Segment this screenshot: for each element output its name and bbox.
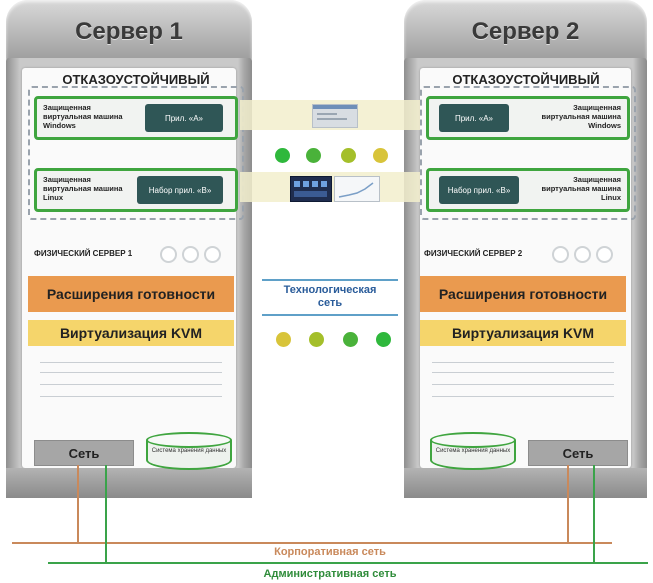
server-1-led-2 — [182, 246, 199, 263]
corporate-network-label: Корпоративная сеть — [274, 546, 386, 558]
tech-dot-2 — [309, 332, 324, 347]
server-2-storage: Система хранения данных — [430, 432, 516, 470]
server-1-kvm: Виртуализация KVM — [28, 320, 234, 346]
server-2-availability: Расширения готовности — [420, 276, 626, 312]
server-1-app-b: Набор прил. «В» — [137, 176, 223, 204]
tech-network-line-bottom — [262, 314, 398, 316]
server-1-led-1 — [160, 246, 177, 263]
server-2-app-b: Набор прил. «В» — [439, 176, 519, 204]
tech-network-line-top — [262, 279, 398, 281]
server-2-led-3 — [596, 246, 613, 263]
server-1-storage-top — [146, 432, 232, 448]
server-1-fault-tolerant-label: ОТКАЗОУСТОЙЧИВЫЙ — [62, 72, 210, 87]
server-1-title: Сервер 1 — [75, 18, 183, 45]
server-1-slot-1 — [40, 362, 222, 363]
server-2-vm-linux-label: Защищенная виртуальная машина Linux — [541, 175, 621, 202]
admin-network-label: Административная сеть — [263, 568, 397, 580]
sync-dot-4 — [373, 148, 388, 163]
server-2-base — [404, 468, 647, 498]
server-2-kvm: Виртуализация KVM — [420, 320, 626, 346]
server-1-app-a: Прил. «А» — [145, 104, 223, 132]
sync-dot-3 — [341, 148, 356, 163]
tech-dot-4 — [376, 332, 391, 347]
server-2-storage-label: Система хранения данных — [435, 448, 511, 454]
server-1-physical-label: ФИЗИЧЕСКИЙ СЕРВЕР 1 — [34, 249, 133, 258]
windows-app-thumbnail — [312, 104, 358, 128]
server-1-slot-4 — [40, 396, 222, 397]
server-2-app-a: Прил. «А» — [439, 104, 509, 132]
server-1-top — [6, 0, 252, 62]
server-2-top — [404, 0, 647, 62]
server-1-slot-3 — [40, 384, 222, 385]
server-2-slot-1 — [432, 362, 614, 363]
server-2-fault-tolerant-box — [420, 86, 636, 220]
server-1-network: Сеть — [34, 440, 134, 466]
server-1-vm-windows-label: Защищенная виртуальная машина Windows — [43, 103, 123, 130]
server-2-vm-windows-label: Защищенная виртуальная машина Windows — [541, 103, 621, 130]
server-1-vm-linux-label: Защищенная виртуальная машина Linux — [43, 175, 123, 202]
server-2-slot-3 — [432, 384, 614, 385]
server-2-vm-windows: Прил. «А» Защищенная виртуальная машина … — [426, 96, 630, 140]
server-1-fault-tolerant-box — [28, 86, 244, 220]
server-2-vm-linux: Набор прил. «В» Защищенная виртуальная м… — [426, 168, 630, 212]
server-2-slot-2 — [432, 372, 614, 373]
server-2-title: Сервер 2 — [471, 18, 580, 45]
tech-network-label: Технологическая сеть — [283, 284, 377, 309]
server-1-storage-label: Система хранения данных — [151, 448, 227, 454]
server-2-led-1 — [552, 246, 569, 263]
server-1-base — [6, 468, 252, 498]
server-2-storage-top — [430, 432, 516, 448]
server-1-availability: Расширения готовности — [28, 276, 234, 312]
server-1-vm-windows: Защищенная виртуальная машина Windows Пр… — [34, 96, 238, 140]
server-1-vm-linux: Защищенная виртуальная машина Linux Набо… — [34, 168, 238, 212]
server-1-led-3 — [204, 246, 221, 263]
server-2-network: Сеть — [528, 440, 628, 466]
linux-app-thumbnail-dark — [290, 176, 332, 202]
sync-dot-1 — [275, 148, 290, 163]
sync-dot-2 — [306, 148, 321, 163]
server-2-led-2 — [574, 246, 591, 263]
server-1-slot-2 — [40, 372, 222, 373]
server-2-physical-label: ФИЗИЧЕСКИЙ СЕРВЕР 2 — [424, 249, 523, 258]
server-2-slot-4 — [432, 396, 614, 397]
server-2-fault-tolerant-label: ОТКАЗОУСТОЙЧИВЫЙ — [452, 72, 600, 87]
tech-dot-1 — [276, 332, 291, 347]
server-1-storage: Система хранения данных — [146, 432, 232, 470]
tech-dot-3 — [343, 332, 358, 347]
linux-app-thumbnail-chart — [334, 176, 380, 202]
